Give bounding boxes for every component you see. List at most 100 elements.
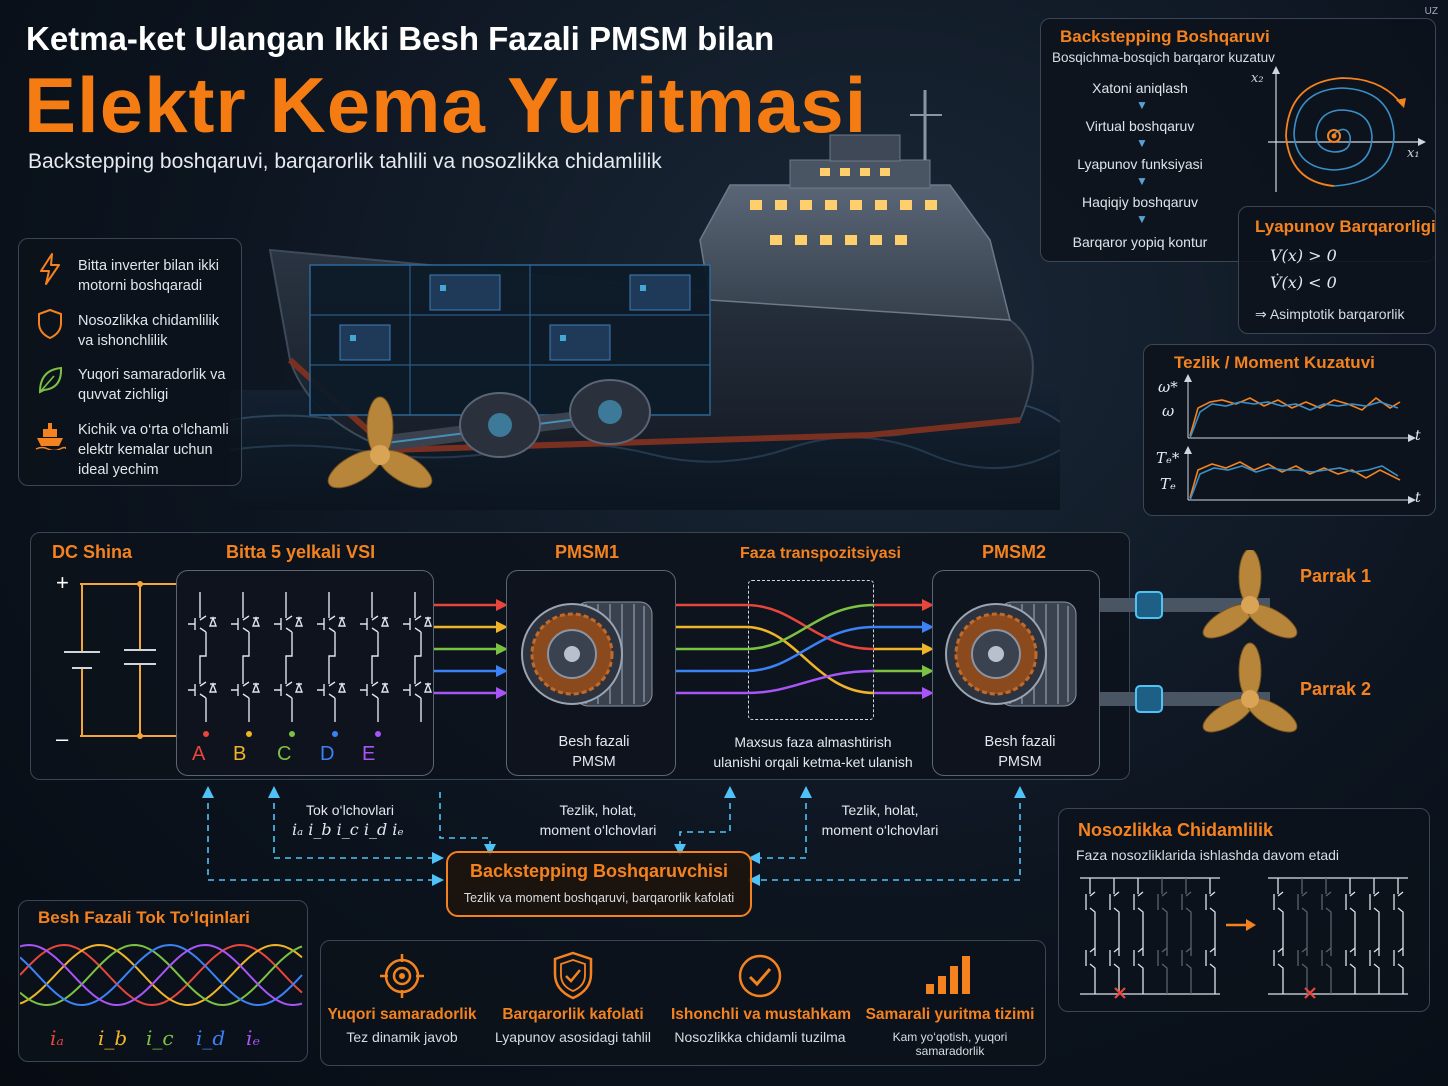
igbt-switch-icon [1157, 878, 1168, 994]
phase-portrait-plot [1268, 66, 1426, 192]
wave-label-e: iₑ [246, 1026, 261, 1050]
phase-terminal [246, 731, 252, 737]
phase-label-b: B [233, 743, 247, 765]
propeller-1-label: Parrak 1 [1300, 566, 1372, 586]
lyapunov-title: Lyapunov Barqarorligi [1255, 217, 1436, 236]
igbt-switch-icon [317, 610, 347, 638]
benefit-title-3: Ishonchli va mustahkam [670, 1006, 852, 1023]
phase-label-c: C [277, 743, 292, 765]
igbt-switch-icon [1085, 878, 1096, 994]
lyapunov-result: ⇒ Asimptotik barqarorlik [1255, 306, 1405, 322]
benefit-sub-4: Kam yo‘qotish, yuqori samaradorlik [892, 1030, 1008, 1058]
benefit-title-4: Samarali yuritma tizimi [865, 1006, 1035, 1023]
phase-label-a: A [192, 743, 206, 765]
benefits-panel [320, 940, 1046, 1066]
tracking-act-speed: ω [1162, 402, 1175, 420]
step-2: Virtual boshqaruv [1085, 118, 1195, 134]
pmsm1-motor-icon [521, 601, 653, 707]
shield-icon [38, 308, 62, 340]
shield-icon [553, 951, 593, 1000]
speed-measurements-1-line1: Tezlik, holat, [559, 802, 637, 818]
benefit-sub-3: Nosozlikka chidamli tuzilma [674, 1029, 846, 1045]
wave-trace-1 [20, 943, 303, 1007]
pmsm1-caption-1: Besh fazali [558, 734, 630, 750]
step-4: Haqiqiy boshqaruv [1082, 194, 1198, 210]
arrow-down-icon: ▼ [1136, 174, 1148, 188]
target-icon [380, 954, 424, 998]
step-5: Barqaror yopiq kontur [1072, 234, 1208, 250]
current-measurements-label: Tok o‘lchovlari [306, 802, 394, 818]
five-phase-waves [20, 943, 303, 1007]
arrow-down-icon: ▼ [1136, 212, 1148, 226]
benefit-sub-1: Tez dinamik javob [346, 1029, 458, 1045]
transposition-caption-1: Maxsus faza almashtirish [734, 734, 892, 750]
backstepping-subtitle: Bosqichma-bosqich barqaror kuzatuv [1052, 50, 1275, 65]
arrow-down-icon: ▼ [1136, 98, 1148, 112]
igbt-switch-icon [360, 676, 390, 704]
dc-bus-circuit [64, 581, 178, 739]
tracking-t2: t [1415, 490, 1421, 506]
tracking-ref-speed: ω* [1158, 378, 1178, 396]
igbt-switch-icon [231, 610, 261, 638]
subtitle: Backstepping boshqaruvi, barqarorlik tah… [28, 150, 662, 173]
igbt-switch-icon [1109, 878, 1120, 994]
igbt-switch-icon [1393, 878, 1404, 994]
axis-x-label: x₁ [1407, 146, 1420, 161]
igbt-switch-icon [403, 610, 432, 638]
language-badge: UZ [1424, 6, 1438, 17]
transposition-caption-2: ulanishi orqali ketma-ket ulanish [713, 754, 913, 770]
igbt-switch-icon [1297, 878, 1308, 994]
wave-label-a: iₐ [50, 1026, 64, 1050]
propeller-shafts [1100, 550, 1298, 733]
features-panel [18, 238, 242, 486]
step-3: Lyapunov funksiyasi [1077, 156, 1203, 172]
igbt-switch-icon [231, 676, 261, 704]
tracking-act-torque: Tₑ [1160, 475, 1176, 493]
transposition-lines [746, 603, 875, 695]
phase-label-e: E [362, 743, 376, 765]
feature-text-2: Nosozlikka chidamlilik va ishonchlilik [78, 313, 220, 349]
backstepping-title: Backstepping Boshqaruvi [1060, 27, 1270, 46]
feature-text-3: Yuqori samaradorlik va quvvat zichligi [78, 367, 226, 403]
lightning-icon [40, 253, 60, 285]
wave-label-d: i_d [196, 1026, 226, 1050]
benefit-sub-2: Lyapunov asosidagi tahlil [495, 1029, 651, 1045]
tracking-ref-torque: Tₑ* [1156, 449, 1180, 467]
leaf-icon [38, 366, 63, 394]
phase-arrows-3 [874, 599, 934, 699]
check-icon [738, 954, 782, 998]
controller-block[interactable] [446, 851, 752, 917]
igbt-switch-icon [188, 676, 218, 704]
igbt-switch-icon [403, 676, 432, 704]
wave-label-c: i_c [146, 1026, 174, 1050]
propeller-2-label: Parrak 2 [1300, 679, 1372, 699]
igbt-switch-icon [274, 610, 304, 638]
phase-arrows-2 [676, 603, 746, 695]
title-line-1: Ketma-ket Ulangan Ikki Besh Fazali PMSM … [26, 20, 775, 57]
controller-subtitle: Tezlik va moment boshqaruvi, barqarorlik… [463, 891, 735, 905]
pmsm2-title: PMSM2 [982, 542, 1047, 562]
igbt-switch-icon [1181, 878, 1192, 994]
vsi-title: Bitta 5 yelkali VSI [226, 542, 376, 562]
benefit-title-2: Barqarorlik kafolati [502, 1006, 644, 1023]
pmsm1-title: PMSM1 [555, 542, 620, 562]
dc-bus-title: DC Shina [52, 542, 133, 562]
backstepping-steps: Xatoni aniqlash ▼ Virtual boshqaruv ▼ Ly… [1040, 78, 1240, 258]
vsi-switches [188, 592, 432, 737]
phase-terminal [375, 731, 381, 737]
tracking-plot [1184, 374, 1416, 504]
speed-measurements-2-line2: moment o‘lchovlari [821, 822, 939, 838]
transposition-title: Faza transpozitsiyasi [740, 545, 901, 562]
phase-terminal [203, 731, 209, 737]
tracking-t1: t [1415, 428, 1421, 444]
current-symbols: iₐ i_b i_c i_d iₑ [292, 820, 404, 839]
wave-label-b: i_b [98, 1026, 128, 1050]
fault-title: Nosozlikka Chidamlilik [1078, 820, 1274, 840]
fault-subtitle: Faza nosozliklarida ishlashda davom etad… [1076, 847, 1340, 863]
arrow-down-icon: ▼ [1136, 136, 1148, 150]
fault-panel [1058, 808, 1430, 1012]
wave-trace-5 [20, 943, 303, 1007]
igbt-switch-icon [1205, 878, 1216, 994]
controller-title: Backstepping Boshqaruvchisi [469, 861, 729, 881]
waves-panel [18, 900, 308, 1062]
